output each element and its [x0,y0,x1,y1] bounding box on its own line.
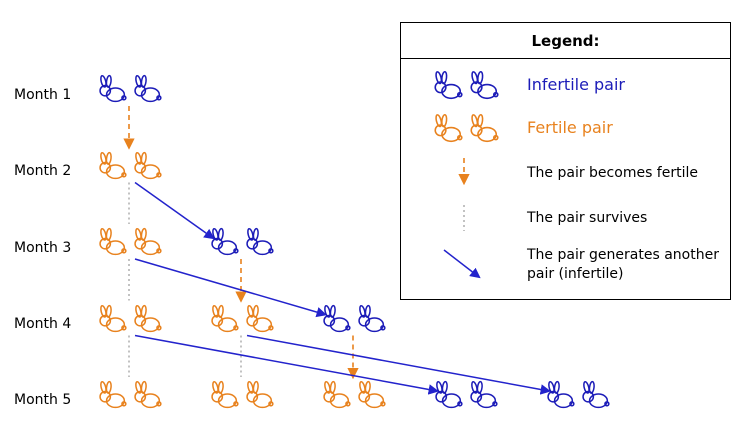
survives-line-icon [463,205,465,232]
legend-becomes-fertile-label: The pair becomes fertile [527,164,698,181]
legend-row-becomes-fertile: The pair becomes fertile [401,156,730,190]
rabbit-icon [134,304,162,332]
rabbit-icon [99,380,127,409]
rabbit-icon [470,380,498,409]
rabbit-icon [211,304,239,332]
becomes-fertile-arrow-icon [458,157,470,186]
rabbit-pair-fertile [95,304,162,333]
rabbit-icon [358,380,386,409]
rabbit-pair-fertile [95,151,162,180]
rabbit-icon [134,74,162,103]
fertile-pair-icon [430,113,499,143]
rabbit-pair-infertile [95,74,162,103]
rabbit-icon [134,227,162,256]
legend-infertile-label: Infertile pair [527,74,625,94]
rabbit-pair-infertile [207,227,274,256]
rabbit-pair-infertile [543,380,610,409]
rabbit-icon [469,70,499,99]
rabbit-pair-fertile [95,380,162,409]
rabbit-pair-fertile [207,304,274,333]
rabbit-icon [99,74,127,103]
rabbit-icon [211,227,239,256]
rabbit-pair-infertile [431,380,498,409]
legend-survives-label: The pair survives [527,209,648,226]
rabbit-icon [323,304,351,332]
month-label: Month 2 [14,163,72,179]
legend-box: Legend: Infertile pair Fertile pair [400,22,731,300]
rabbit-icon [358,304,386,332]
legend-row-generates: The pair generates another pair (inferti… [401,246,730,284]
rabbit-pair-infertile [319,304,386,333]
rabbit-icon [134,151,162,179]
month-label: Month 4 [14,316,72,332]
rabbit-icon [323,380,351,409]
month-label: Month 5 [14,392,72,408]
arrow-generate [246,334,552,395]
rabbit-pair-fertile [319,380,386,409]
month-label: Month 3 [14,240,72,256]
rabbit-icon [246,380,274,409]
arrow-generate [134,334,440,395]
legend-generates-label: The pair generates another pair (inferti… [527,247,719,283]
rabbit-pair-fertile [95,227,162,256]
rabbit-icon [435,380,463,409]
rabbit-icon [134,380,162,409]
rabbit-icon [99,227,127,256]
rabbit-icon [582,380,610,409]
legend-row-fertile: Fertile pair [401,113,730,143]
rabbit-icon [211,380,239,409]
rabbit-icon [246,304,274,332]
rabbit-icon [99,304,127,332]
rabbit-icon [246,227,274,256]
legend-row-survives: The pair survives [401,203,730,233]
rabbit-icon [433,113,463,142]
rabbit-icon [433,70,463,99]
infertile-pair-icon [430,70,499,100]
legend-title: Legend: [401,23,730,59]
rabbit-icon [99,151,127,179]
legend-body: Infertile pair Fertile pair The pair bec… [401,59,730,299]
month-label: Month 1 [14,87,72,103]
rabbit-pair-fertile [207,380,274,409]
legend-row-infertile: Infertile pair [401,70,730,100]
generates-arrow-icon [443,249,481,279]
rabbit-icon [469,113,499,142]
rabbit-icon [547,380,575,409]
legend-fertile-label: Fertile pair [527,117,613,137]
